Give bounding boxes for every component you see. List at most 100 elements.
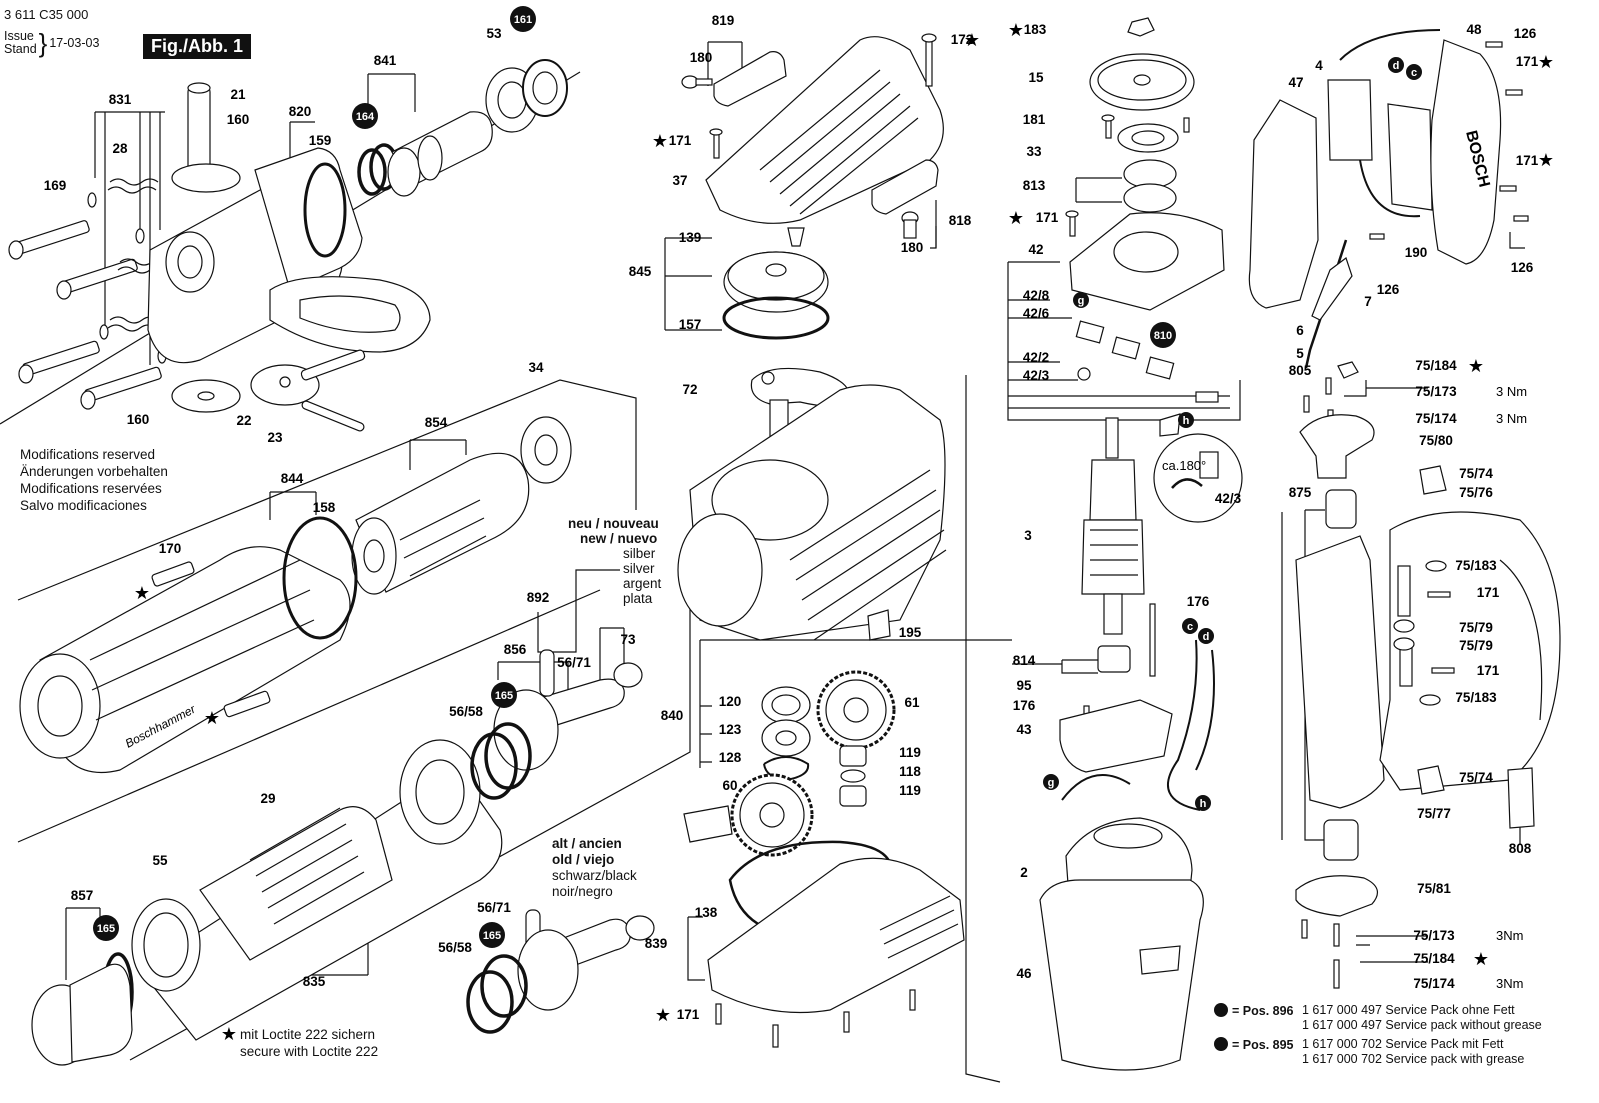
part-callout: 2 [1020, 865, 1028, 880]
cap-139 [787, 227, 805, 247]
connector-circle [1198, 628, 1214, 644]
part-callout: 892 [527, 590, 550, 605]
screw-831-a [56, 258, 138, 300]
bushing-875 [1325, 489, 1357, 529]
badge-label: 165 [97, 923, 115, 935]
part-callout: 176 [1187, 594, 1210, 609]
part-callout: 831 [109, 92, 132, 107]
connector-letter: h [1200, 798, 1207, 810]
leader-75-173 [1344, 380, 1428, 397]
nut-183 [1127, 17, 1155, 37]
part-callout: 159 [309, 133, 332, 148]
part-callout: 56/58 [449, 704, 483, 719]
screw-172 [921, 33, 937, 87]
leader-840 [699, 639, 1012, 768]
part-callout: 21 [230, 87, 246, 102]
legend-line: 1 617 000 702 Service Pack mit Fett [1302, 1037, 1504, 1051]
conrod-old [517, 909, 655, 1011]
connector-circle [1406, 64, 1422, 80]
issue-date: 17-03-03 [49, 36, 100, 50]
handle-frame-75-76 [1295, 511, 1561, 809]
leader-892 [537, 569, 620, 653]
connector-letter: g [1078, 295, 1085, 307]
legend-line: 1 617 000 497 Service pack without greas… [1302, 1018, 1542, 1032]
part-callout: 119 [899, 745, 921, 760]
screw-171-motor [1065, 210, 1079, 237]
part-callout: 56/58 [438, 940, 472, 955]
part-callout: 126 [1514, 26, 1537, 41]
screws-bottom [715, 989, 916, 1048]
frame-brush-group [1007, 262, 1241, 421]
figure-title: Fig./Abb. 1 [143, 34, 251, 59]
badge-label: 165 [483, 930, 501, 942]
part-callout: 169 [44, 178, 67, 193]
base-839 [707, 857, 965, 1014]
bracket-75-80 [1299, 414, 1375, 479]
screw-169 [8, 220, 90, 260]
old-line: noir/negro [552, 884, 613, 899]
label-195 [867, 609, 891, 641]
part-callout: 75/77 [1417, 806, 1451, 821]
part-callout: 5 [1296, 346, 1304, 361]
plate-75-81 [1295, 875, 1379, 917]
part-callout: 171 [1516, 54, 1539, 69]
part-callout: 160 [227, 112, 250, 127]
leader-844 [269, 491, 317, 520]
loctite-star-icon: ★ [1008, 20, 1024, 40]
torque-note: 3 Nm [1496, 411, 1527, 426]
brush-plate-42 [1069, 212, 1225, 311]
loctite-star-icon: ★ [655, 1005, 671, 1025]
part-callout: 840 [661, 708, 684, 723]
screw-180 [681, 75, 713, 89]
part-callout: 75/79 [1459, 620, 1493, 635]
screws-126 [1369, 41, 1529, 240]
part-callout: 158 [313, 500, 336, 515]
part-callout: 28 [112, 141, 128, 156]
legend-line: 1 617 000 497 Service Pack ohne Fett [1302, 1003, 1515, 1017]
badge-circle [510, 6, 536, 32]
torque-note: 3 Nm [1496, 384, 1527, 399]
new-line: argent [623, 576, 662, 591]
leader-bottom-screws [1356, 935, 1428, 963]
loctite-line: mit Loctite 222 sichern [240, 1027, 376, 1042]
oring-157 [722, 296, 830, 340]
leader-831 [94, 111, 165, 365]
switch-4 [1327, 29, 1441, 161]
part-callout: 808 [1509, 841, 1532, 856]
connector-letter: d [1393, 60, 1400, 72]
part-callout: 813 [1023, 178, 1046, 193]
leader-126-right [1509, 232, 1525, 249]
nut-75-184 [1337, 361, 1359, 379]
part-callout: 75/174 [1413, 976, 1455, 991]
plate-818 [871, 159, 939, 215]
part-callout: 176 [1013, 698, 1036, 713]
filled-dot-icon [1214, 1037, 1228, 1051]
washer-118 [840, 769, 866, 783]
leader-857 [65, 907, 101, 980]
part-callout: 171 [1477, 663, 1500, 678]
connector-circle [1178, 412, 1194, 428]
loctite-star-icon: ★ [1008, 208, 1024, 228]
leader-818 [930, 200, 937, 249]
frame-housing-group [17, 379, 637, 601]
screws-75-174 [1301, 919, 1340, 989]
part-callout: 841 [374, 53, 397, 68]
loctite-star-icon: ★ [204, 708, 220, 728]
connector-circle [1182, 618, 1198, 634]
badge-label: 810 [1154, 330, 1172, 342]
part-callout: 171 [677, 1007, 700, 1022]
legend-line: 1 617 000 702 Service pack with grease [1302, 1052, 1525, 1066]
part-callout: 6 [1296, 323, 1304, 338]
bearing-123 [761, 719, 811, 757]
loctite-line: secure with Loctite 222 [240, 1044, 379, 1059]
loctite-star-icon: ★ [221, 1024, 237, 1044]
star-layer: ★★★★★★★★★★★★ [134, 20, 1554, 1044]
part-callout: 73 [620, 632, 636, 647]
part-callout: 43 [1016, 722, 1032, 737]
loctite-star-icon: ★ [1538, 150, 1554, 170]
leader-845 [664, 237, 722, 331]
part-callout: 75/184 [1413, 951, 1455, 966]
part-callout: 7 [1364, 294, 1372, 309]
piston-841 [387, 111, 493, 197]
